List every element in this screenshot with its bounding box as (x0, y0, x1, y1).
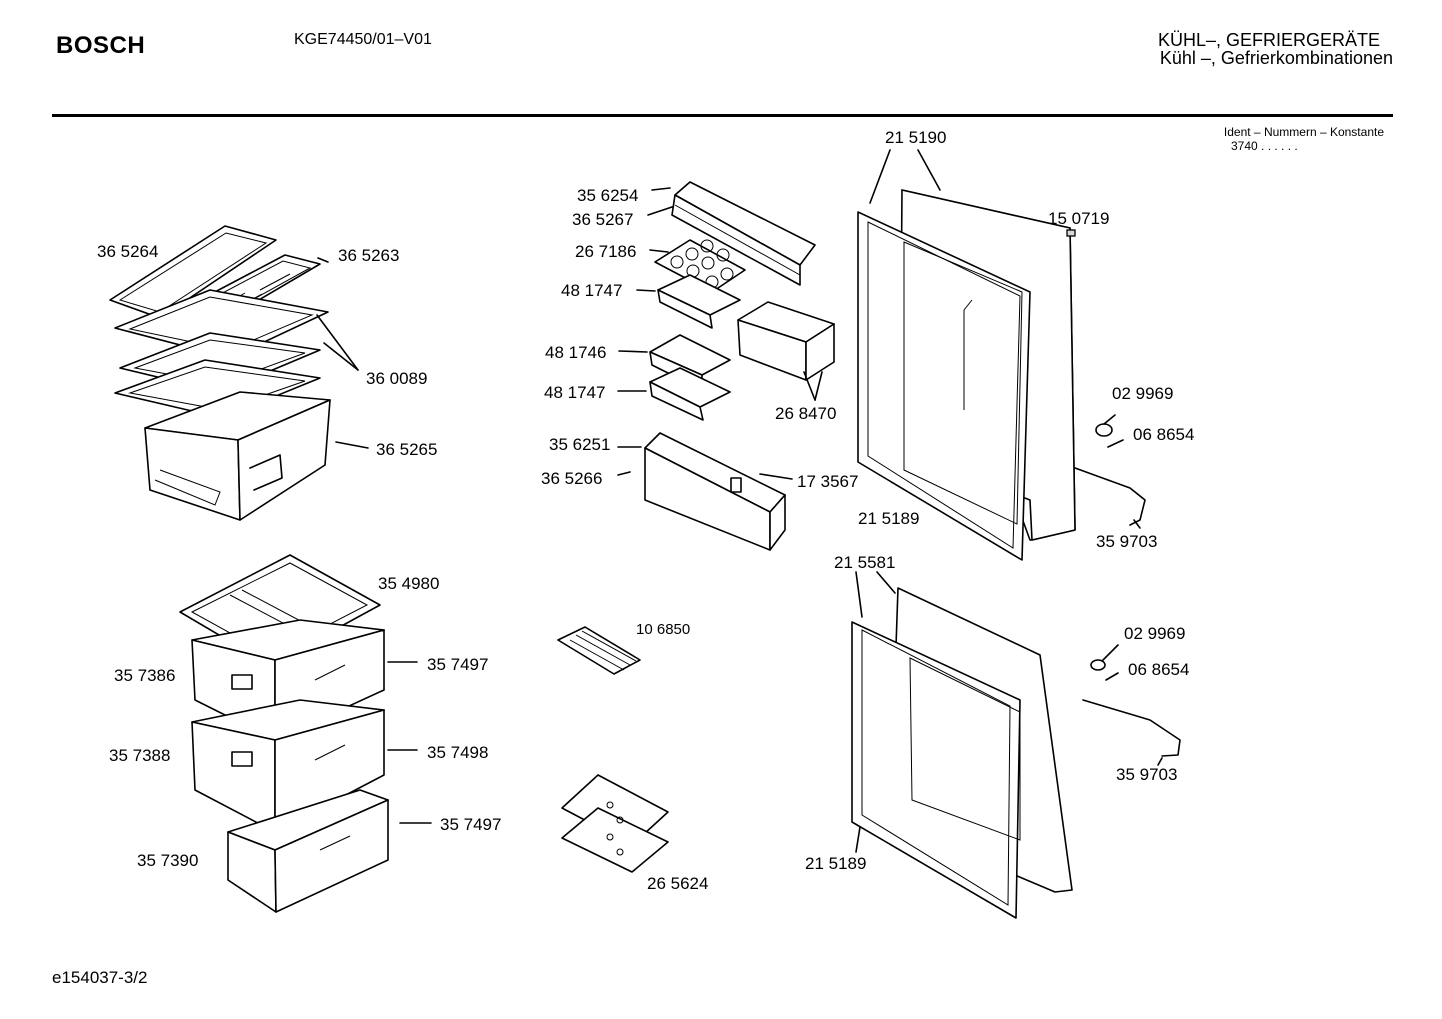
callout-068654-lower: 06 8654 (1128, 660, 1189, 679)
callout-359703-upper: 35 9703 (1096, 532, 1157, 551)
category-subtitle: Kühl –, Gefrierkombinationen (1159, 48, 1393, 68)
callout-360089: 36 0089 (366, 369, 427, 388)
callout-481746: 48 1746 (545, 343, 606, 362)
callout-068654-upper: 06 8654 (1133, 425, 1194, 444)
callout-029969-upper: 02 9969 (1112, 384, 1173, 403)
callout-215190: 21 5190 (885, 128, 946, 147)
callout-356251: 35 6251 (549, 435, 610, 454)
ident-value: 3740 . . . . . . (1231, 139, 1298, 153)
callout-029969-lower: 02 9969 (1124, 624, 1185, 643)
callout-357498: 35 7498 (427, 743, 488, 762)
callout-359703-lower: 35 9703 (1116, 765, 1177, 784)
model-number: KGE74450/01–V01 (294, 31, 432, 48)
callout-365265: 36 5265 (376, 440, 437, 459)
callout-365264: 36 5264 (97, 242, 158, 261)
callout-357390: 35 7390 (137, 851, 198, 870)
callout-150719: 15 0719 (1048, 209, 1109, 228)
callout-354980: 35 4980 (378, 574, 439, 593)
brand-logo: BOSCH (56, 32, 146, 59)
callout-265624: 26 5624 (647, 874, 708, 893)
freezer-door-drawing (851, 587, 1181, 919)
callout-365267: 36 5267 (572, 210, 633, 229)
glass-shelf-group-drawing (109, 225, 331, 521)
callout-106850: 10 6850 (636, 621, 690, 638)
callout-365263: 36 5263 (338, 246, 399, 265)
callout-481747-lower: 48 1747 (544, 383, 605, 402)
page-reference: e154037-3/2 (52, 968, 148, 987)
callout-215189-upper: 21 5189 (858, 509, 919, 528)
door-racks-drawing (557, 181, 835, 873)
callout-365266: 36 5266 (541, 469, 602, 488)
callout-357388: 35 7388 (109, 746, 170, 765)
callout-356254: 35 6254 (577, 186, 638, 205)
category-title: KÜHL–, GEFRIERGERÄTE (1157, 30, 1380, 50)
callout-357497-upper: 35 7497 (427, 655, 488, 674)
callout-357497-lower: 35 7497 (440, 815, 501, 834)
callout-267186: 26 7186 (575, 242, 636, 261)
header-divider (52, 114, 1393, 117)
callout-481747-upper: 48 1747 (561, 281, 622, 300)
callout-215581: 21 5581 (834, 553, 895, 572)
callout-268470: 26 8470 (775, 404, 836, 423)
callout-357386: 35 7386 (114, 666, 175, 685)
freezer-drawers-drawing (179, 554, 389, 913)
callout-215189-lower: 21 5189 (805, 854, 866, 873)
ident-label: Ident – Nummern – Konstante (1223, 125, 1384, 139)
fridge-door-drawing (857, 189, 1146, 561)
leader-lines (316, 149, 1163, 853)
callout-173567: 17 3567 (797, 472, 858, 491)
